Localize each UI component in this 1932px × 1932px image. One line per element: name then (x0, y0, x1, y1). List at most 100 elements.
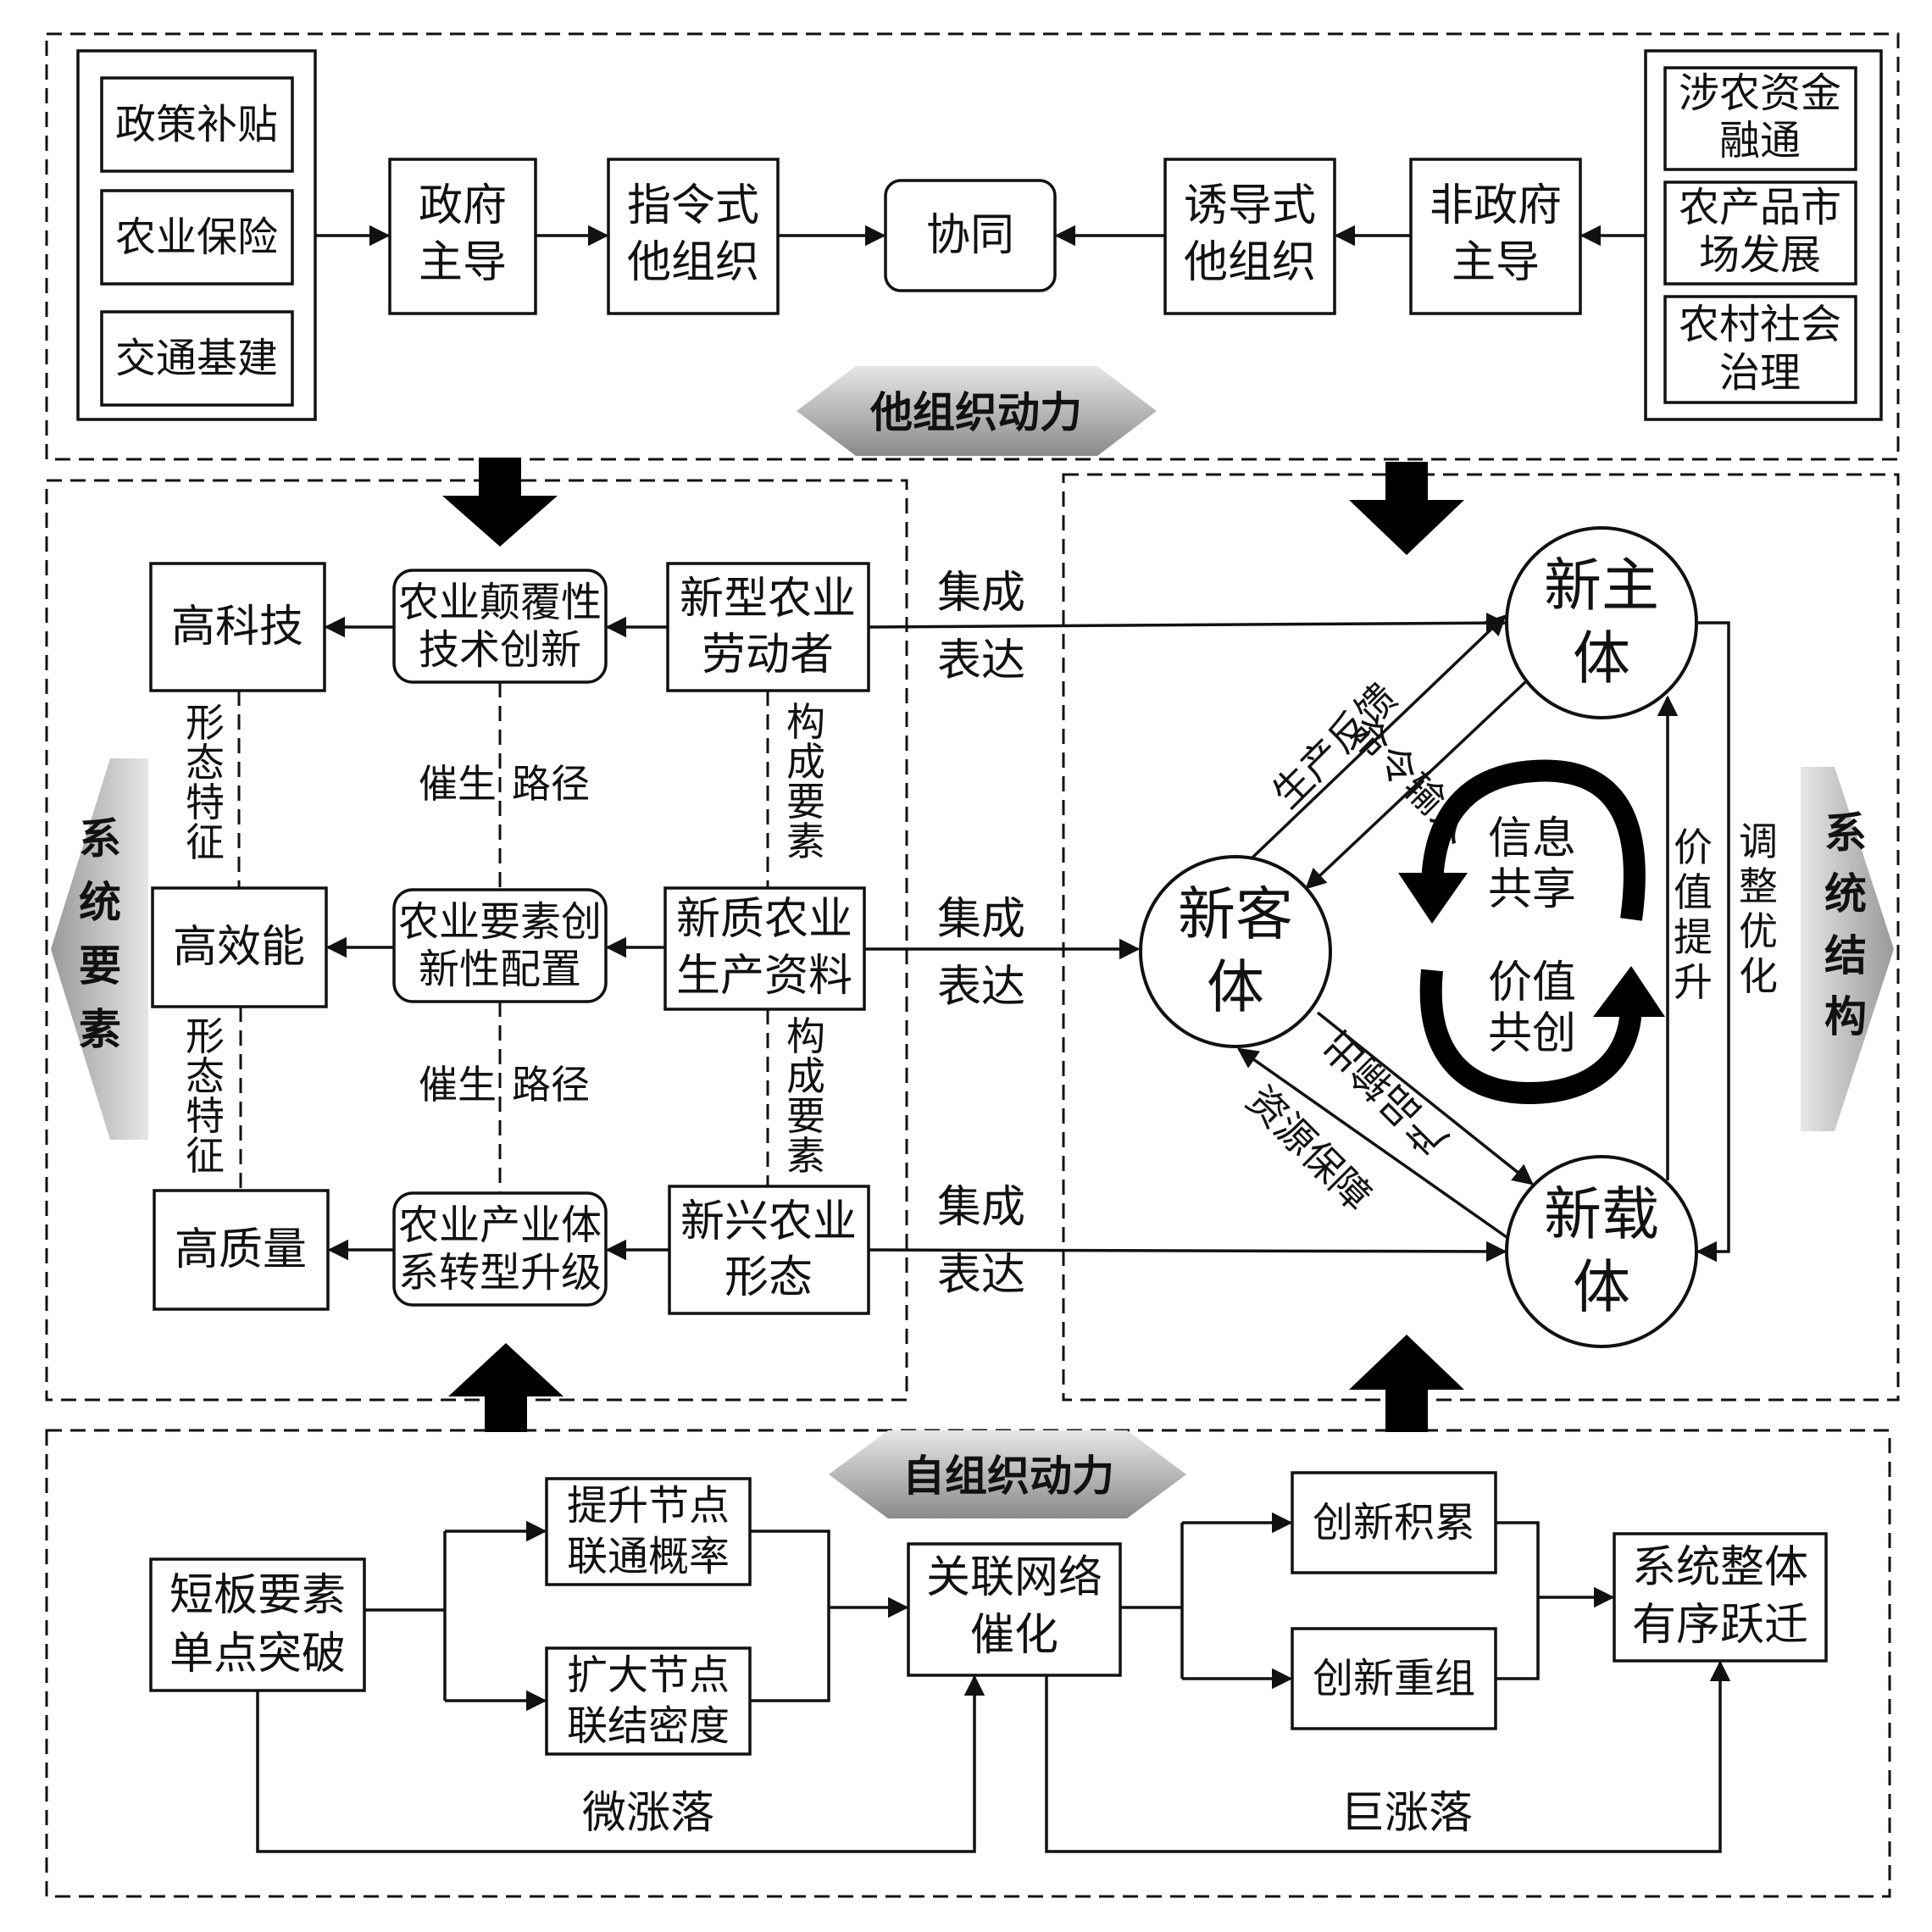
system-structure-side-label: 系 统 结 构 (1801, 767, 1894, 1131)
input-agri-finance: 涉农资金 (1679, 69, 1841, 117)
micro-fluctuation-label: 微涨落 (582, 1788, 714, 1839)
big-arrow-down-left (442, 458, 558, 547)
svg-text:值: 值 (1674, 869, 1713, 915)
svg-text:构: 构 (786, 1013, 825, 1059)
right-input-group: 涉农资金 融通 农产品市 场发展 农村社会 治理 (1644, 49, 1883, 421)
innovation-recombine-box: 创新重组 (1291, 1627, 1497, 1730)
svg-text:成: 成 (786, 1053, 825, 1099)
svg-text:提: 提 (1674, 914, 1713, 960)
big-arrow-up-left (448, 1343, 564, 1432)
svg-text:新性配置: 新性配置 (419, 946, 581, 993)
svg-text:优: 优 (1739, 908, 1778, 954)
input-market-dev: 农产品市 (1679, 184, 1841, 231)
svg-text:关联网络: 关联网络 (926, 1552, 1102, 1603)
left-region (45, 479, 908, 1402)
value-up-label: 价 值 提 升 (1674, 824, 1713, 1005)
source-new-forms: 新兴农业 形态 (668, 1185, 870, 1315)
constitute-label-1: 构 成 要 素 (786, 699, 825, 864)
input-agri-insurance: 农业保险 (115, 214, 278, 261)
left-input-group: 政策补贴 农业保险 交通基建 (76, 49, 317, 421)
right-region (1062, 473, 1900, 1402)
svg-text:联通概率: 联通概率 (567, 1533, 730, 1580)
catalyze-label-1: 催生 (419, 761, 497, 807)
svg-text:结: 结 (1824, 931, 1867, 980)
svg-text:融通: 融通 (1719, 117, 1801, 164)
svg-text:信息: 信息 (1488, 813, 1576, 864)
svg-text:特: 特 (186, 1093, 225, 1139)
svg-text:形: 形 (186, 1013, 225, 1059)
breakthrough-box: 短板要素 单点突破 (149, 1557, 366, 1692)
cycle-arrows (1398, 759, 1665, 1105)
svg-text:扩大节点: 扩大节点 (567, 1652, 730, 1699)
svg-text:新型农业: 新型农业 (680, 574, 856, 625)
info-share-label: 信息 共享 (1488, 813, 1576, 915)
source-new-means: 新质农业 生产资料 (663, 886, 866, 1011)
svg-text:诱导式: 诱导式 (1184, 180, 1316, 231)
integrate-label-3: 集成 表达 (937, 1182, 1025, 1301)
connect-probability-box: 提升节点 联通概率 (545, 1477, 752, 1586)
middle-industry-upgrade: 农业产业体 系转型升级 (392, 1191, 608, 1307)
form-feature-label-2: 形 态 特 征 (186, 1013, 225, 1179)
svg-text:农业产业体: 农业产业体 (398, 1202, 602, 1249)
svg-text:新客: 新客 (1178, 882, 1293, 949)
svg-text:要: 要 (786, 1093, 825, 1139)
svg-text:政府: 政府 (419, 180, 507, 231)
directive-org-box: 指令式 他组织 (607, 158, 780, 315)
svg-text:新主: 新主 (1544, 553, 1659, 620)
input-policy-subsidy: 政策补贴 (115, 101, 278, 148)
macro-fluctuation-label: 巨涨落 (1341, 1788, 1473, 1839)
svg-text:整: 整 (1739, 863, 1778, 909)
integrate-label-1: 集成 表达 (937, 568, 1025, 686)
svg-text:自组织动力: 自组织动力 (902, 1452, 1114, 1501)
svg-text:生产资料: 生产资料 (676, 951, 852, 1002)
svg-text:高效能: 高效能 (173, 922, 305, 973)
path-label-2: 路径 (512, 1062, 590, 1108)
svg-text:新兴农业: 新兴农业 (680, 1196, 857, 1247)
svg-text:提升节点: 提升节点 (567, 1482, 730, 1530)
svg-text:构: 构 (786, 699, 825, 745)
svg-text:价: 价 (1674, 824, 1713, 870)
svg-text:系: 系 (79, 814, 121, 863)
svg-text:升: 升 (1674, 959, 1713, 1005)
svg-text:指令式: 指令式 (627, 180, 759, 231)
svg-text:技术创新: 技术创新 (419, 626, 581, 674)
svg-text:形态: 形态 (724, 1252, 813, 1303)
svg-text:命令输入: 命令输入 (1340, 708, 1482, 851)
svg-text:他组织动力: 他组织动力 (869, 388, 1082, 437)
svg-text:体: 体 (1573, 626, 1630, 693)
svg-text:创新重组: 创新重组 (1313, 1655, 1475, 1702)
svg-text:集成: 集成 (937, 568, 1025, 619)
orderly-leap-box: 系统整体 有序跃迁 (1613, 1532, 1828, 1663)
new-object-node: 新客 体 (1139, 855, 1332, 1048)
svg-text:联结密度: 联结密度 (567, 1702, 730, 1750)
gov-led-box: 政府 主导 (388, 158, 537, 315)
svg-text:他组织: 他组织 (1184, 237, 1316, 288)
svg-text:要: 要 (786, 779, 825, 824)
svg-text:短板要素: 短板要素 (169, 1570, 346, 1621)
self-organization-banner: 自组织动力 (829, 1430, 1186, 1518)
svg-text:调: 调 (1739, 819, 1778, 864)
svg-text:催化: 催化 (970, 1610, 1058, 1661)
big-arrow-down-right (1349, 462, 1464, 555)
svg-text:表达: 表达 (937, 636, 1025, 686)
svg-text:统: 统 (1824, 869, 1867, 919)
svg-text:共创: 共创 (1488, 1008, 1576, 1059)
svg-text:特: 特 (186, 780, 225, 825)
svg-text:成: 成 (786, 739, 825, 785)
outcome-high-quality: 高质量 (153, 1189, 330, 1311)
new-carrier-node: 新载 体 (1505, 1155, 1698, 1348)
synergy-box: 协同 (884, 179, 1057, 292)
outcome-high-efficiency: 高效能 (151, 886, 328, 1008)
source-new-laborers: 新型农业 劳动者 (666, 562, 870, 692)
svg-text:协同: 协同 (926, 210, 1014, 261)
constitute-label-2: 构 成 要 素 (786, 1013, 825, 1179)
svg-text:征: 征 (186, 819, 225, 865)
other-organization-banner: 他组织动力 (797, 366, 1157, 456)
svg-text:统: 统 (79, 878, 121, 927)
top-region (45, 32, 1900, 461)
svg-text:高科技: 高科技 (171, 602, 303, 652)
integrate-label-2: 集成 表达 (937, 894, 1025, 1013)
adjust-optimize-label: 调 整 优 化 (1739, 819, 1778, 999)
inductive-org-box: 诱导式 他组织 (1163, 158, 1336, 315)
